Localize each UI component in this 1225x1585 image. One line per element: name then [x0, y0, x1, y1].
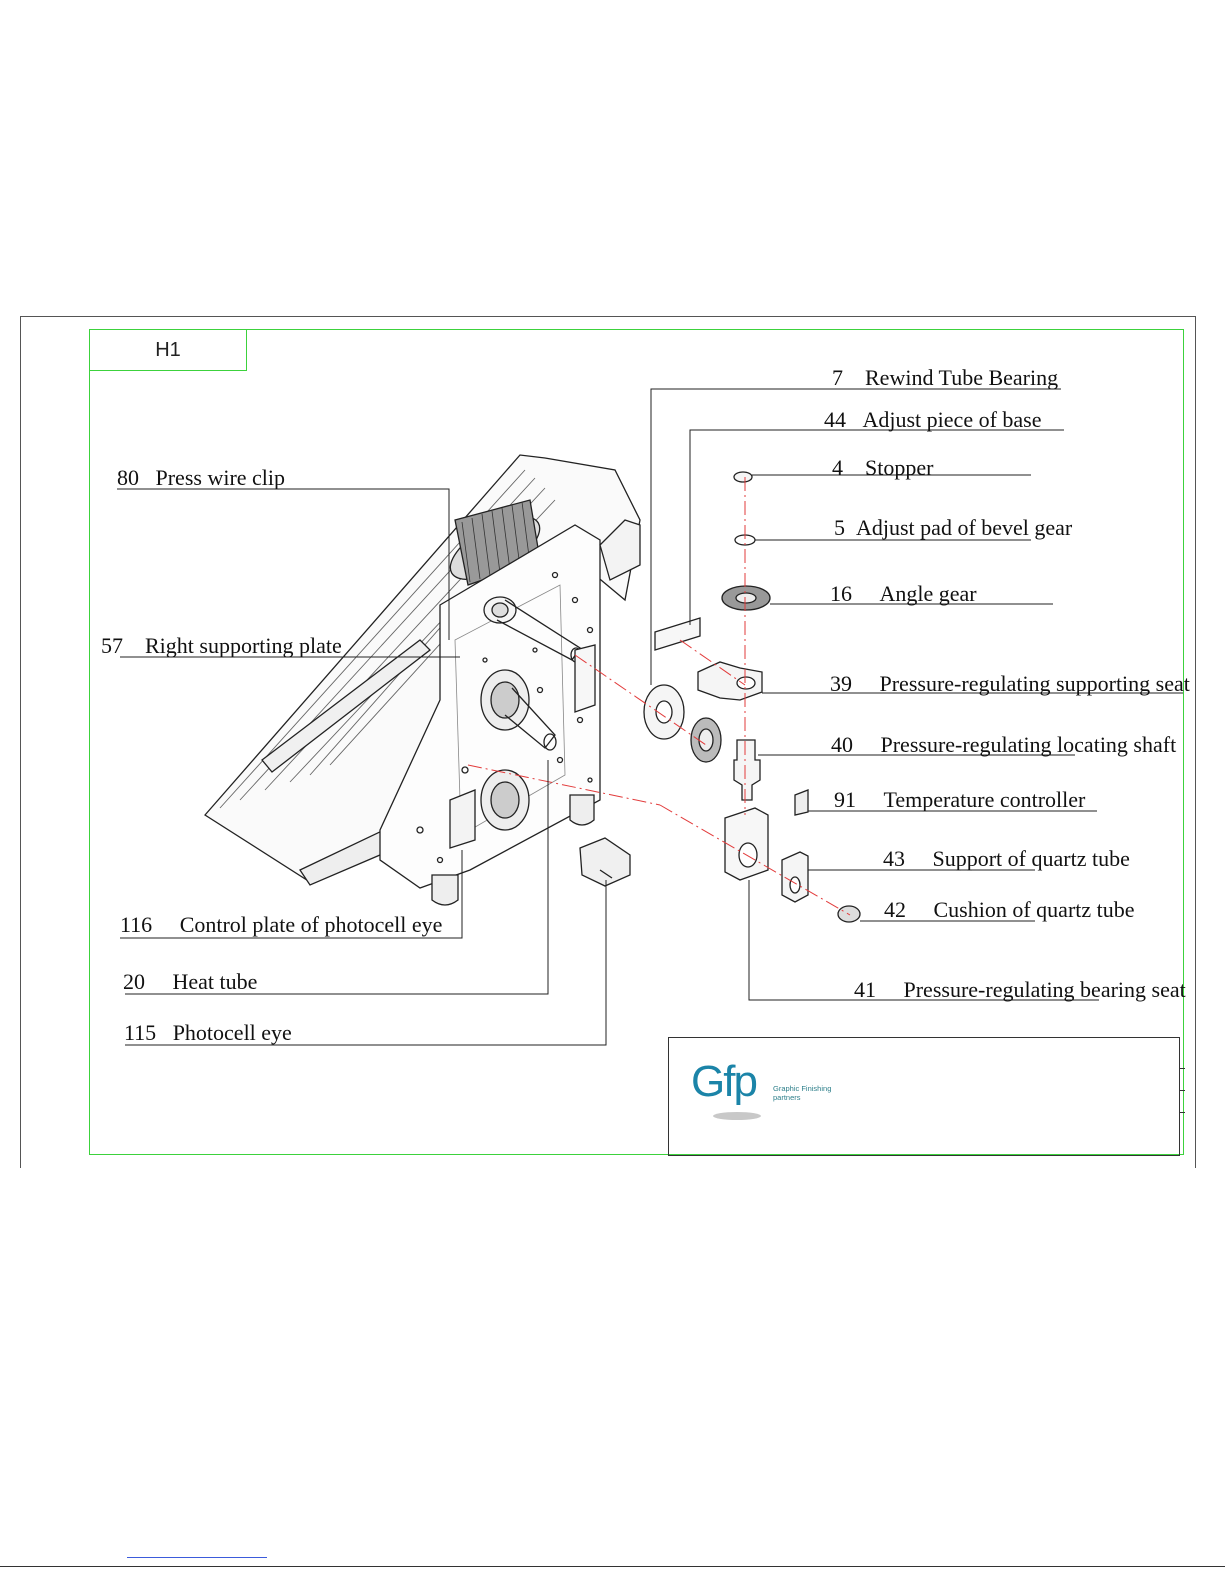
callout-91: 91 Temperature controller — [834, 787, 1086, 812]
foot-right — [569, 794, 595, 826]
logo-tagline-line2: partners — [773, 1093, 801, 1102]
callout-41: 41 Pressure-regulating bearing seat — [854, 977, 1186, 1002]
footer-link-underline[interactable] — [127, 1557, 267, 1558]
callout-5: 5 Adjust pad of bevel gear — [834, 515, 1073, 540]
leader-115 — [125, 880, 607, 1046]
photocell-eye — [579, 837, 631, 887]
temperature-controller — [794, 789, 809, 816]
logo-tagline: Graphic Finishing partners — [773, 1084, 831, 1102]
logo-mark: Gfp — [691, 1057, 758, 1106]
pressure-regulating-locating-shaft — [733, 739, 761, 801]
callout-42: 42 Cushion of quartz tube — [884, 897, 1135, 922]
callout-40: 40 Pressure-regulating locating shaft — [831, 732, 1177, 757]
centerline-shaft-upper — [574, 654, 707, 746]
title-block-tick — [1179, 1068, 1185, 1069]
centerline-quartz — [659, 804, 851, 916]
leader-7 — [650, 388, 1061, 685]
logo-shadow — [713, 1112, 761, 1120]
bevel-gear-lower — [690, 717, 722, 763]
callout-115: 115 Photocell eye — [124, 1020, 292, 1045]
callout-80: 80 Press wire clip — [117, 465, 286, 490]
leader-116 — [120, 850, 463, 939]
stopper — [733, 471, 753, 483]
callout-16: 16 Angle gear — [830, 581, 977, 606]
leader-20 — [125, 760, 549, 995]
title-block-tick — [1179, 1112, 1185, 1113]
conveyor-belt-lines — [219, 469, 556, 809]
foot-left — [431, 874, 459, 906]
callout-39: 39 Pressure-regulating supporting seat — [830, 671, 1190, 696]
angle-gear — [721, 585, 771, 611]
drawing-sheet-frame — [20, 316, 1196, 1168]
heat-tube-shaft-lower — [480, 669, 557, 751]
callout-4: 4 Stopper — [832, 455, 934, 480]
shaft-bracket — [574, 644, 596, 713]
callout-44: 44 Adjust piece of base — [824, 407, 1042, 432]
footer-rule — [0, 1566, 1225, 1567]
plate-mounting-holes — [416, 571, 594, 864]
leader-80 — [117, 488, 450, 640]
centerline-base — [679, 639, 746, 686]
logo-tagline-line1: Graphic Finishing — [773, 1084, 832, 1093]
pressure-regulating-supporting-seat — [697, 661, 763, 701]
adjust-piece-of-base — [654, 617, 701, 651]
callout-43: 43 Support of quartz tube — [883, 846, 1130, 871]
title-block-tick — [1179, 1090, 1185, 1091]
callout-20: 20 Heat tube — [123, 969, 258, 994]
leader-44 — [689, 429, 1064, 625]
heat-tube-roller — [480, 769, 530, 831]
callout-7: 7 Rewind Tube Bearing — [832, 365, 1059, 390]
callout-57: 57 Right supporting plate — [101, 633, 342, 658]
drawing-border — [89, 329, 1184, 1155]
title-block: Gfp Graphic Finishing partners — [668, 1037, 1185, 1156]
photocell-control-plate — [449, 789, 476, 849]
conveyor-guide-rail — [261, 639, 431, 773]
gfp-logo: Gfp Graphic Finishing partners — [691, 1056, 861, 1126]
leader-41 — [748, 880, 1099, 1001]
callout-116: 116 Control plate of photocell eye — [120, 912, 443, 937]
centerline-shaft-lower — [467, 764, 661, 806]
rewind-tube-bearing — [643, 684, 685, 740]
top-side-bracket — [599, 519, 641, 581]
ribbed-drum — [449, 499, 541, 586]
sheet-tag: H1 — [89, 329, 247, 371]
